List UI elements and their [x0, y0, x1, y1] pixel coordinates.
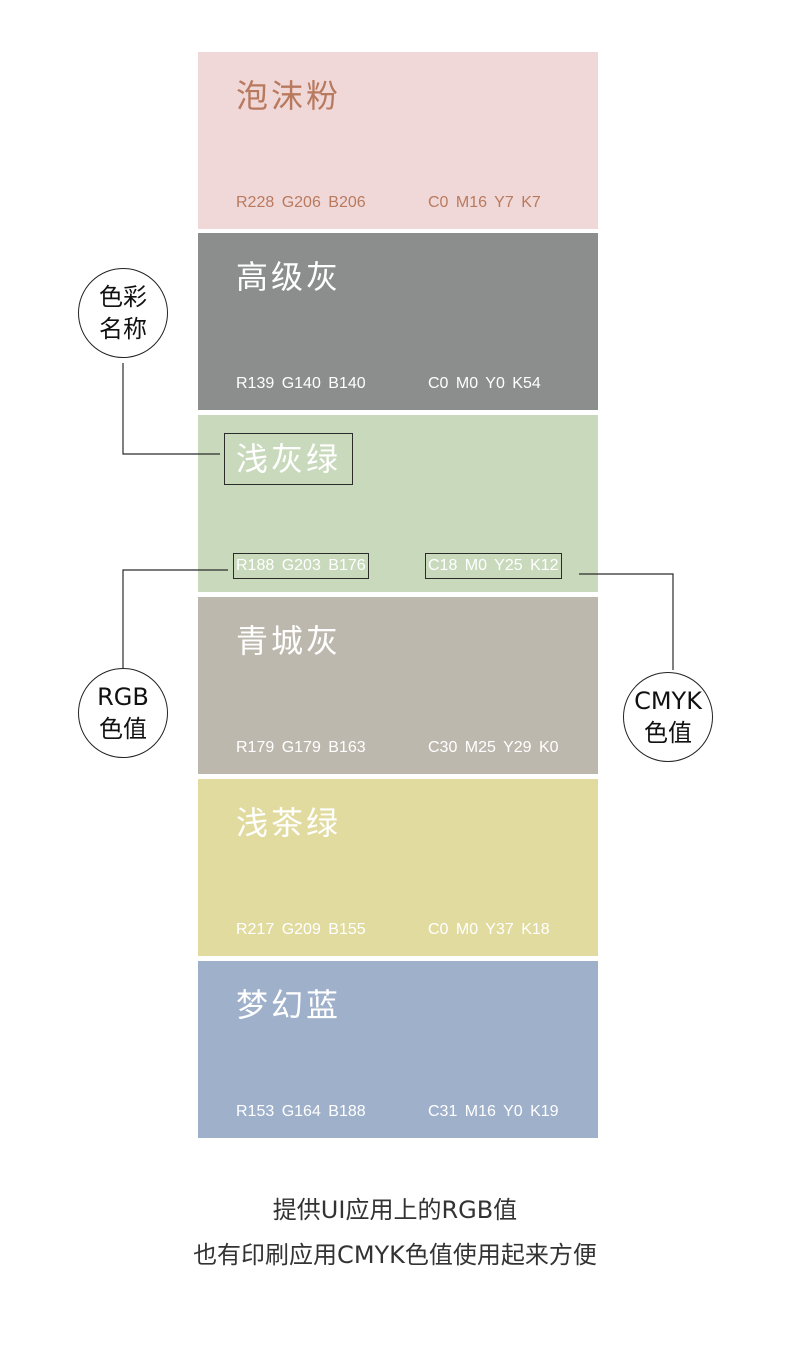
- rgb-value: R188 G203 B176: [233, 553, 369, 579]
- rgb-value: R217 G209 B155: [236, 921, 366, 938]
- callout-cmyk: CMYK 色值: [623, 672, 713, 762]
- color-name: 浅灰绿: [223, 433, 354, 485]
- callout-color-name-line1: 色彩: [99, 283, 147, 311]
- cmyk-value: C0 M16 Y7 K7: [428, 194, 541, 211]
- color-swatch: 梦幻蓝 R153 G164 B188 C31 M16 Y0 K19: [198, 961, 598, 1138]
- callout-line-color-name: [122, 363, 220, 455]
- callout-color-name: 色彩 名称: [78, 268, 168, 358]
- color-swatch: 浅茶绿 R217 G209 B155 C0 M0 Y37 K18: [198, 779, 598, 956]
- color-name: 泡沫粉: [236, 77, 342, 115]
- color-swatch: 泡沫粉 R228 G206 B206 C0 M16 Y7 K7: [198, 52, 598, 229]
- callout-rgb: RGB 色值: [78, 668, 168, 758]
- color-name: 浅茶绿: [236, 804, 342, 842]
- cmyk-value: C18 M0 Y25 K12: [425, 553, 562, 579]
- callout-cmyk-line1: CMYK: [634, 687, 702, 715]
- callout-rgb-line2: 色值: [99, 715, 147, 743]
- callout-line-rgb: [122, 569, 228, 674]
- callout-rgb-line1: RGB: [97, 683, 149, 711]
- rgb-value: R228 G206 B206: [236, 194, 366, 211]
- color-swatch: 青城灰 R179 G179 B163 C30 M25 Y29 K0: [198, 597, 598, 774]
- callout-cmyk-line2: 色值: [644, 719, 692, 747]
- footer-line-2: 也有印刷应用CMYK色值使用起来方便: [193, 1241, 597, 1269]
- color-name: 梦幻蓝: [236, 986, 342, 1024]
- cmyk-value: C0 M0 Y37 K18: [428, 921, 550, 938]
- callout-color-name-line2: 名称: [99, 315, 147, 343]
- rgb-value: R139 G140 B140: [236, 375, 366, 392]
- cmyk-value: C0 M0 Y0 K54: [428, 375, 541, 392]
- cmyk-value: C30 M25 Y29 K0: [428, 739, 559, 756]
- footer-line-1: 提供UI应用上的RGB值: [272, 1196, 518, 1224]
- rgb-value: R153 G164 B188: [236, 1103, 366, 1120]
- callout-line-cmyk: [579, 573, 674, 670]
- color-swatch: 高级灰 R139 G140 B140 C0 M0 Y0 K54: [198, 233, 598, 410]
- cmyk-value: C31 M16 Y0 K19: [428, 1103, 559, 1120]
- rgb-value: R179 G179 B163: [236, 739, 366, 756]
- color-name: 青城灰: [236, 622, 342, 660]
- color-swatch: 浅灰绿 R188 G203 B176 C18 M0 Y25 K12: [198, 415, 598, 592]
- color-name: 高级灰: [236, 258, 342, 296]
